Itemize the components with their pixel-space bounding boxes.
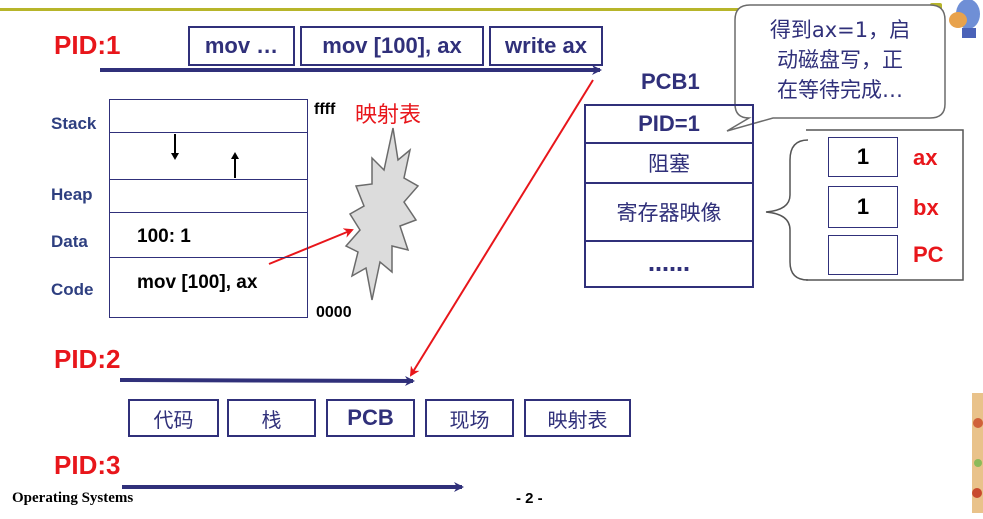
segment-label-heap: Heap — [51, 185, 93, 204]
bottom-address-label: 0000 — [316, 304, 352, 321]
memory-code — [109, 257, 308, 318]
instruction-box: write ax — [489, 26, 603, 66]
pcb-field-registers: 寄存器映像 — [584, 182, 754, 242]
pcb-title: PCB1 — [641, 69, 700, 94]
pcb-field-pid: PID=1 — [584, 104, 754, 144]
data-segment-content: 100: 1 — [137, 226, 191, 247]
pcb-field-state: 阻塞 — [584, 142, 754, 184]
pid2-component-map: 映射表 — [524, 399, 631, 437]
callout-bubble — [726, 4, 946, 132]
context-switch-arrow — [409, 79, 594, 377]
register-name-ax: ax — [913, 145, 938, 170]
pcb-field-more: …… — [584, 240, 754, 288]
code-segment-content: mov [100], ax — [137, 272, 258, 293]
mapping-table-shape — [344, 127, 420, 301]
callout-line: 动磁盘写，正 — [777, 48, 903, 72]
segment-label-code: Code — [51, 280, 94, 299]
callout-line: 在等待完成… — [777, 78, 903, 102]
top-address-label: ffff — [314, 101, 336, 118]
pid2-timeline-arrow — [119, 375, 415, 386]
pid2-label: PID:2 — [54, 344, 121, 374]
register-value-pc — [828, 235, 898, 275]
instruction-box: mov [100], ax — [300, 26, 484, 66]
page-number: - 2 - — [516, 490, 543, 507]
register-value-ax: 1 — [828, 137, 898, 177]
memory-stack-area — [109, 132, 308, 180]
pid2-component-code: 代码 — [128, 399, 219, 437]
register-name-bx: bx — [913, 195, 939, 220]
pid1-label: PID:1 — [54, 30, 121, 60]
segment-label-data: Data — [51, 232, 88, 251]
pid2-component-stack: 栈 — [227, 399, 316, 437]
callout-text: 得到ax=1，启 动磁盘写，正 在等待完成… — [745, 15, 935, 105]
mapping-table-label: 映射表 — [355, 103, 422, 128]
callout-line: 得到ax=1，启 — [769, 18, 911, 42]
register-value-bx: 1 — [828, 186, 898, 228]
pid2-component-context: 现场 — [425, 399, 514, 437]
register-brace — [765, 139, 809, 281]
pid2-component-pcb: PCB — [326, 399, 415, 437]
footer-course: Operating Systems — [12, 490, 134, 506]
register-frame — [806, 129, 964, 281]
pid3-label: PID:3 — [54, 450, 121, 480]
segment-label-stack: Stack — [51, 114, 97, 133]
decorative-edge-image — [972, 393, 983, 513]
mascot-image — [949, 0, 980, 38]
register-name-pc: PC — [913, 242, 944, 267]
mapping-arrow — [268, 228, 354, 265]
header-rule — [0, 8, 935, 11]
instruction-box: mov … — [188, 26, 295, 66]
memory-heap — [109, 179, 308, 213]
memory-stack-top — [109, 99, 308, 133]
